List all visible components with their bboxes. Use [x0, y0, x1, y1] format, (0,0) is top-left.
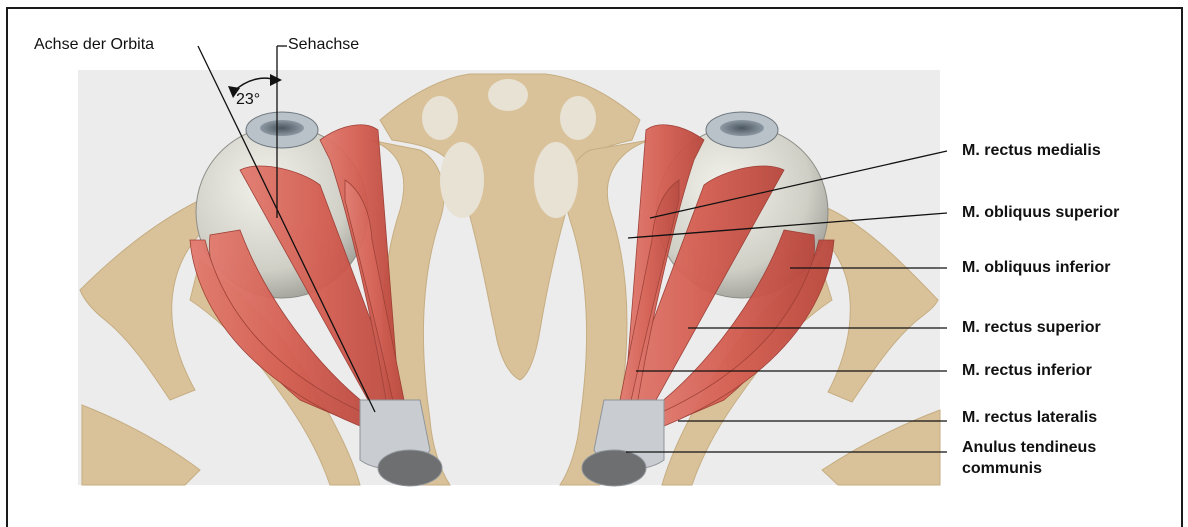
illustration	[0, 0, 1188, 506]
label-visual-axis: Sehachse	[288, 35, 359, 55]
label-orbit-axis: Achse der Orbita	[34, 35, 154, 55]
label-rectus-lateralis: M. rectus lateralis	[962, 408, 1097, 428]
left-iris	[260, 120, 304, 136]
label-rectus-medialis: M. rectus medialis	[962, 141, 1101, 161]
label-anulus-line1: Anulus tendineus	[962, 438, 1096, 458]
label-obliquus-superior: M. obliquus superior	[962, 203, 1119, 223]
label-rectus-inferior: M. rectus inferior	[962, 361, 1092, 381]
label-obliquus-inferior: M. obliquus inferior	[962, 258, 1110, 278]
label-rectus-superior: M. rectus superior	[962, 318, 1101, 338]
label-angle: 23°	[236, 90, 260, 110]
right-iris	[720, 120, 764, 136]
label-anulus-line2: communis	[962, 459, 1042, 479]
